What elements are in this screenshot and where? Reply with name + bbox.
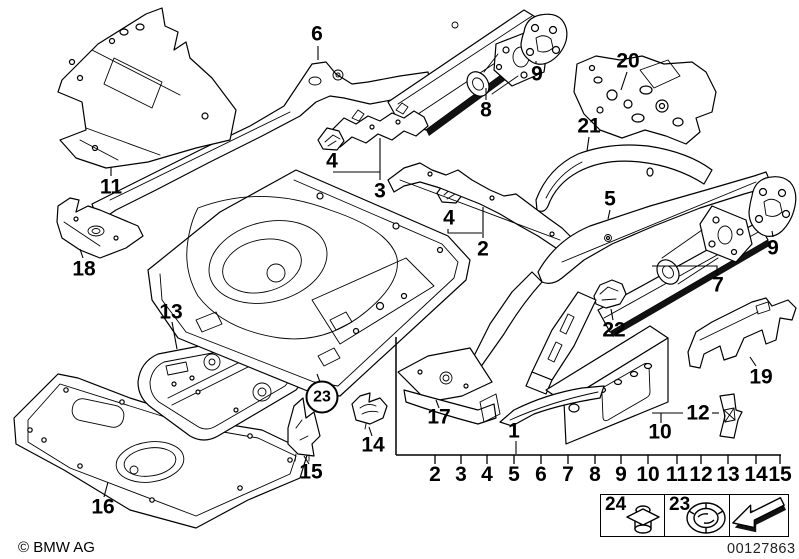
ruler-number-2: 2 xyxy=(429,463,441,486)
part-17-drawing[interactable] xyxy=(397,347,501,425)
legend-label-24: 24 xyxy=(605,494,627,515)
part-21-drawing[interactable] xyxy=(535,144,713,212)
part-9-upper-drawing[interactable] xyxy=(520,13,568,65)
part-22-drawing[interactable] xyxy=(593,279,627,309)
legend-strip: 24 23 xyxy=(600,494,789,537)
part-2-drawing[interactable] xyxy=(387,162,575,253)
callout-9[interactable]: 9 xyxy=(767,236,779,260)
callout-19[interactable]: 19 xyxy=(749,365,773,389)
callout-8[interactable]: 8 xyxy=(480,98,492,122)
callout-17[interactable]: 17 xyxy=(427,405,451,429)
ruler-number-4: 4 xyxy=(481,463,493,486)
callout-1[interactable]: 1 xyxy=(508,419,520,443)
callout-10[interactable]: 10 xyxy=(648,420,672,444)
part-15-drawing[interactable] xyxy=(287,397,321,462)
callout-15[interactable]: 15 xyxy=(299,460,323,484)
callout-11[interactable]: 11 xyxy=(99,175,123,199)
callout-5[interactable]: 5 xyxy=(604,187,616,211)
legend-box-direction[interactable] xyxy=(729,494,789,537)
ruler-number-14: 14 xyxy=(744,463,768,486)
trunk-floor-panel-drawing[interactable] xyxy=(147,169,471,397)
callout-18[interactable]: 18 xyxy=(72,257,96,281)
callout-20[interactable]: 20 xyxy=(616,49,640,73)
callout-21[interactable]: 21 xyxy=(577,114,601,138)
callout-14[interactable]: 14 xyxy=(361,433,385,457)
callout-2[interactable]: 2 xyxy=(477,237,489,261)
part-11-drawing[interactable] xyxy=(57,7,237,169)
ruler-number-12: 12 xyxy=(689,463,712,486)
ruler-number-7: 7 xyxy=(562,463,574,486)
callout-7[interactable]: 7 xyxy=(712,273,724,297)
callout-4[interactable]: 4 xyxy=(326,149,338,173)
image-number: 00127863 xyxy=(727,541,796,557)
ruler-number-8: 8 xyxy=(589,463,601,486)
legend-box-23[interactable]: 23 xyxy=(664,494,729,537)
part-3-drawing[interactable] xyxy=(330,102,429,148)
direction-arrow-icon xyxy=(732,497,787,533)
callout-12[interactable]: 12 xyxy=(686,401,710,425)
callout-22[interactable]: 22 xyxy=(602,318,626,342)
part-5-drawing[interactable] xyxy=(469,171,773,369)
part-20-drawing[interactable] xyxy=(573,55,717,145)
part-19-drawing[interactable] xyxy=(687,297,797,369)
ruler-number-6: 6 xyxy=(535,463,547,486)
ruler-number-10: 10 xyxy=(636,463,659,486)
ruler-number-3: 3 xyxy=(455,463,467,486)
callout-3[interactable]: 3 xyxy=(374,179,386,203)
callout-9[interactable]: 9 xyxy=(531,62,543,86)
part-4-left-drawing[interactable] xyxy=(317,127,345,151)
part-12-drawing[interactable] xyxy=(719,393,743,439)
legend-box-24[interactable]: 24 xyxy=(600,494,664,537)
ruler-number-15: 15 xyxy=(768,463,792,486)
callout-23-circled[interactable]: 23 xyxy=(305,380,339,414)
legend-label-23: 23 xyxy=(669,494,691,515)
copyright-text: © BMW AG xyxy=(18,539,95,556)
ruler-number-11: 11 xyxy=(666,463,689,486)
part-18-drawing[interactable] xyxy=(56,197,144,259)
plug-icon xyxy=(686,502,726,534)
part-9-right-drawing[interactable] xyxy=(748,176,797,237)
part-10-drawing[interactable] xyxy=(499,291,669,445)
grommet-icon xyxy=(626,505,660,534)
callout-4[interactable]: 4 xyxy=(443,206,455,230)
part-14-drawing[interactable] xyxy=(351,392,388,430)
ruler-number-13: 13 xyxy=(716,463,739,486)
callout-6[interactable]: 6 xyxy=(311,22,323,46)
callout-16[interactable]: 16 xyxy=(91,495,115,519)
callout-13[interactable]: 13 xyxy=(159,300,183,324)
ruler-number-9: 9 xyxy=(615,463,627,486)
ruler-number-5: 5 xyxy=(508,463,520,486)
